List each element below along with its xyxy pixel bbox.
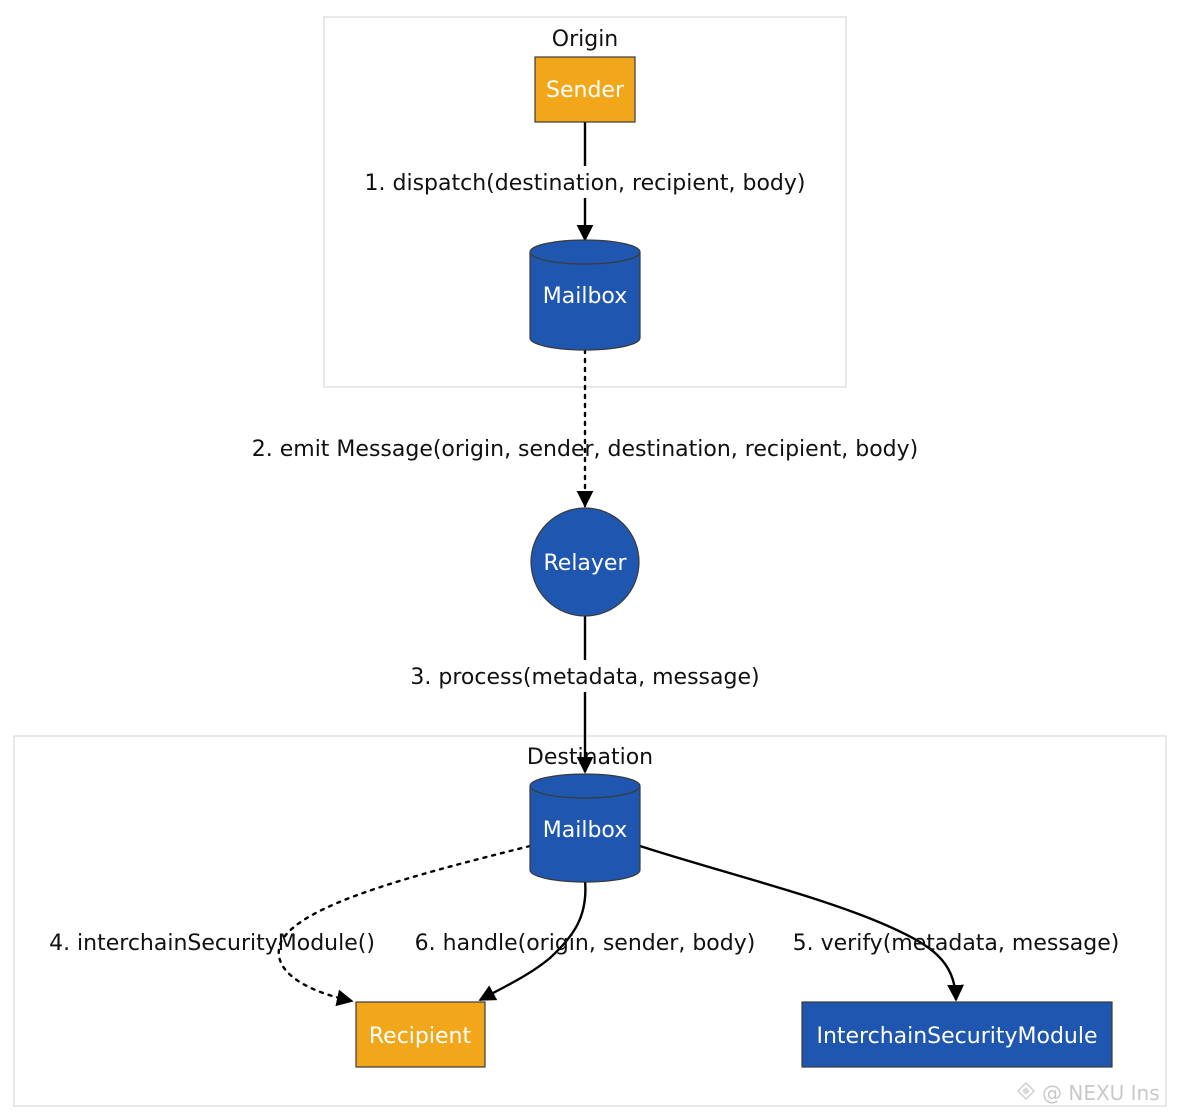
cluster-origin-title: Origin <box>552 27 619 52</box>
node-sender: Sender <box>534 56 636 123</box>
node-interchain-security-module: InterchainSecurityModule <box>801 1001 1113 1068</box>
cluster-destination-title: Destination <box>527 745 653 770</box>
svg-text:Relayer: Relayer <box>543 551 627 576</box>
svg-text:3. process(metadata, message): 3. process(metadata, message) <box>410 665 759 690</box>
edge-handle <box>478 879 587 1002</box>
svg-text:5. verify(metadata, message): 5. verify(metadata, message) <box>793 931 1120 956</box>
edge-label-interchain-security-module: 4. interchainSecurityModule() <box>49 931 375 956</box>
svg-text:Sender: Sender <box>546 78 625 103</box>
svg-text:Mailbox: Mailbox <box>543 818 627 843</box>
svg-text:2. emit Message(origin, sender: 2. emit Message(origin, sender, destinat… <box>252 437 919 462</box>
svg-text:4. interchainSecurityModule(): 4. interchainSecurityModule() <box>49 931 375 956</box>
watermark: @ NEXU Ins <box>1016 1081 1160 1105</box>
edge-verify <box>639 844 965 1002</box>
svg-text:Mailbox: Mailbox <box>543 284 627 309</box>
node-destination-mailbox: Mailbox <box>529 773 641 883</box>
edge-label-handle: 6. handle(origin, sender, body) <box>415 931 756 956</box>
edge-label-emit-message: 2. emit Message(origin, sender, destinat… <box>252 437 919 462</box>
svg-text:InterchainSecurityModule: InterchainSecurityModule <box>816 1024 1097 1049</box>
node-relayer: Relayer <box>530 507 640 617</box>
node-recipient: Recipient <box>355 1001 486 1068</box>
node-origin-mailbox: Mailbox <box>529 239 641 351</box>
svg-text:Recipient: Recipient <box>369 1024 472 1049</box>
watermark-logo-icon <box>1016 1081 1036 1101</box>
edge-label-verify: 5. verify(metadata, message) <box>793 931 1120 956</box>
watermark-text: @ NEXU Ins <box>1042 1081 1160 1105</box>
edge-label-process: 3. process(metadata, message) <box>405 660 765 692</box>
edge-interchain-security-module <box>277 844 532 1007</box>
edge-label-dispatch: 1. dispatch(destination, recipient, body… <box>352 166 818 198</box>
svg-text:1. dispatch(destination, recip: 1. dispatch(destination, recipient, body… <box>365 171 806 196</box>
svg-text:6. handle(origin, sender, body: 6. handle(origin, sender, body) <box>415 931 756 956</box>
